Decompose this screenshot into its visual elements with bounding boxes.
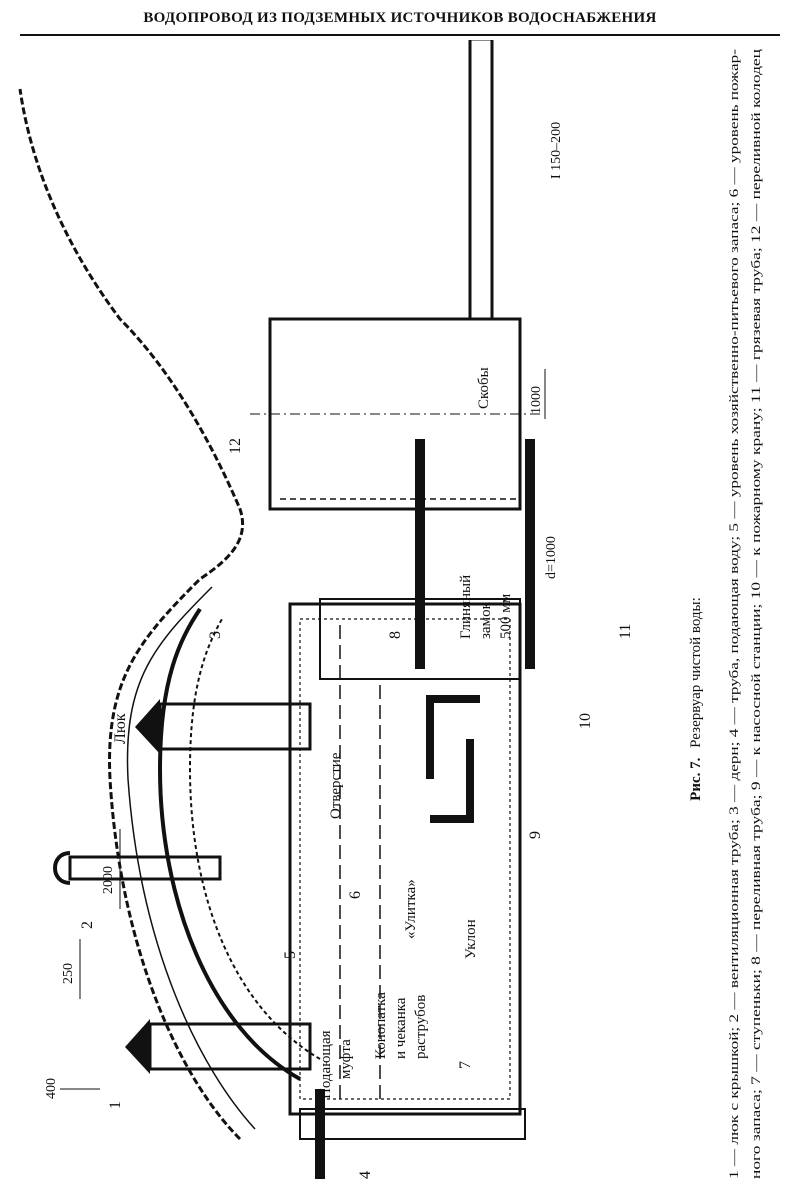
dim-400: 400 [44, 1078, 59, 1099]
suction-pipe-9 [430, 739, 474, 823]
callout-1: 1 [107, 1101, 124, 1109]
dim-250: 250 [61, 963, 76, 984]
label-konopatka-1: Конопатка [373, 992, 389, 1059]
callout-4: 4 [357, 1171, 374, 1179]
dim-2000: 2000 [101, 866, 116, 894]
label-luk: Люк [112, 713, 129, 744]
label-otverstie: Отверстие [328, 752, 344, 819]
label-konopatka-2: и чеканка [393, 997, 409, 1059]
rotated-figure: Рис. 7. Резервуар чистой воды: 1 — люк с… [18, 40, 763, 1179]
label-skoby: Скобы [476, 367, 492, 409]
reservoir-lining [299, 618, 511, 1100]
running-header: ВОДОПРОВОД ИЗ ПОДЗЕМНЫХ ИСТОЧНИКОВ ВОДОС… [20, 6, 780, 38]
callout-2: 2 [79, 921, 96, 929]
callout-12: 12 [227, 438, 244, 454]
label-ulitka: «Улитка» [403, 879, 419, 939]
callout-7: 7 [457, 1061, 474, 1069]
main-hatch-cap-icon [135, 699, 160, 754]
callout-3: 3 [207, 631, 224, 639]
caption-title: Рис. 7. Резервуар чистой воды: [688, 597, 704, 801]
legend-line-1: 1 — люк с крышкой; 2 — вентиляционная тр… [726, 49, 741, 1179]
callout-11: 11 [617, 624, 634, 639]
main-hatch-shaft [158, 702, 312, 751]
callout-9: 9 [527, 831, 544, 839]
running-title: ВОДОПРОВОД ИЗ ПОДЗЕМНЫХ ИСТОЧНИКОВ ВОДОС… [143, 10, 657, 26]
header-rule [20, 34, 780, 36]
label-podayushchaya-2: муфта [338, 1039, 354, 1079]
dim-1000: 1000 [529, 386, 544, 414]
reservoir-vault-inner [188, 618, 321, 1060]
manhole-1-cap-icon [125, 1019, 150, 1074]
callout-8: 8 [387, 631, 404, 639]
dim-diameter: d=1000 [544, 536, 559, 579]
label-podayushchaya-1: Подающая [318, 1030, 334, 1099]
pipe-spec: I 150–200 [549, 122, 564, 179]
figure-7-reservoir: Рис. 7. Резервуар чистой воды: 1 — люк с… [0, 40, 790, 1199]
label-uklon: Уклон [463, 919, 479, 959]
vent-cap-icon [53, 851, 71, 885]
vent-pipe [68, 855, 222, 881]
ground-line-inner [126, 586, 256, 1130]
reservoir-body [288, 602, 522, 1116]
clay-lock-left [299, 1108, 526, 1140]
label-glina-2: замок [478, 601, 494, 639]
legend-line-2: ного запаса; 7 — ступеньки; 8 — переливн… [748, 49, 763, 1179]
label-konopatka-3: раструбов [413, 995, 429, 1059]
callout-10: 10 [577, 713, 594, 729]
label-glina-1: Глиняный [458, 575, 474, 639]
label-glina-3: 500 мм [498, 593, 514, 639]
figure-canvas: Рис. 7. Резервуар чистой воды: 1 — люк с… [18, 40, 763, 1179]
manhole-1-shaft [148, 1022, 312, 1071]
outlet-pipe [468, 40, 494, 321]
callout-5: 5 [282, 951, 299, 959]
ground-sod-line [18, 88, 245, 1141]
callout-6: 6 [347, 891, 364, 899]
fire-pipe-10 [426, 695, 480, 779]
